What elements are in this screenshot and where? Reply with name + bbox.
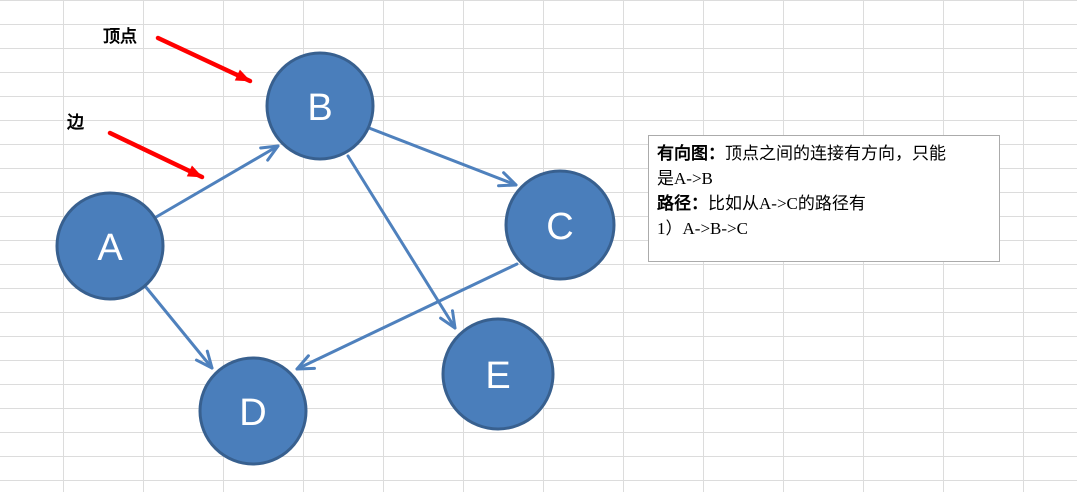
graph-node-C-label: C <box>546 206 573 248</box>
textbox-text: 顶点之间的连接有方向，只能 <box>725 144 946 163</box>
graph-node-C[interactable]: C <box>504 169 616 281</box>
graph-edge-A-to-B[interactable] <box>149 144 280 222</box>
textbox-line: 有向图：顶点之间的连接有方向，只能 <box>657 141 991 166</box>
graph-node-A[interactable]: A <box>55 191 165 301</box>
textbox-term: 路径： <box>657 194 708 213</box>
edges-layer <box>143 126 519 371</box>
annotation-arrow-to-vertex[interactable] <box>155 35 253 84</box>
vertex-annotation-label: 顶点 <box>103 27 137 46</box>
graph-node-A-label: A <box>97 227 123 269</box>
graph-edge-C-to-D[interactable] <box>295 262 519 371</box>
annotation-arrow-to-edge[interactable] <box>107 130 205 180</box>
textbox-text: 1）A->B->C <box>657 219 748 238</box>
textbox-term: 有向图： <box>657 144 725 163</box>
graph-node-C-circle[interactable] <box>504 169 616 281</box>
graph-node-E[interactable]: E <box>441 317 555 431</box>
graph-edge-B-to-C[interactable] <box>367 126 518 188</box>
graph-node-D-circle[interactable] <box>198 356 308 466</box>
graph-node-B-label: B <box>307 87 332 129</box>
textbox-line: 路径：比如从A->C的路径有 <box>657 191 991 216</box>
graph-node-A-circle[interactable] <box>55 191 165 301</box>
textbox-line: 是A->B <box>657 166 991 191</box>
explanation-textbox[interactable]: 有向图：顶点之间的连接有方向，只能 是A->B 路径：比如从A->C的路径有 1… <box>648 135 1000 262</box>
nodes-layer: A B C D E <box>55 51 616 466</box>
annotation-arrows-layer <box>107 35 253 180</box>
textbox-text: 比如从A->C的路径有 <box>708 194 866 213</box>
graph-node-D[interactable]: D <box>198 356 308 466</box>
graph-node-E-label: E <box>485 355 510 397</box>
graph-node-B[interactable]: B <box>265 51 375 161</box>
graph-node-B-circle[interactable] <box>265 51 375 161</box>
graph-edge-A-to-D[interactable] <box>143 284 214 370</box>
graph-node-D-label: D <box>239 392 266 434</box>
textbox-line: 1）A->B->C <box>657 216 991 241</box>
graph-node-E-circle[interactable] <box>441 317 555 431</box>
textbox-text: 是A->B <box>657 169 713 188</box>
graph-edge-B-to-E[interactable] <box>346 154 457 330</box>
edge-annotation-label: 边 <box>67 113 84 132</box>
